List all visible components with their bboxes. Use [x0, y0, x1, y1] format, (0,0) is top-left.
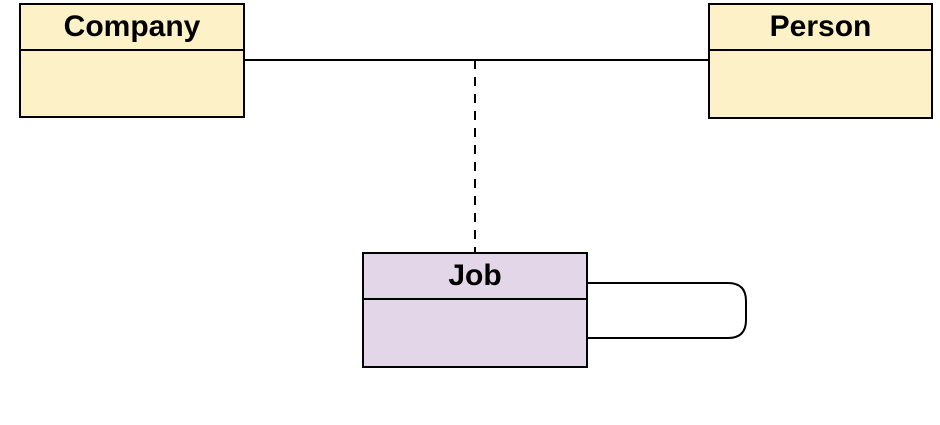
class-company-attributes — [21, 51, 243, 116]
class-company-name: Company — [21, 5, 243, 51]
class-job-name: Job — [364, 254, 586, 300]
class-person-name: Person — [710, 5, 931, 51]
class-job-attributes — [364, 300, 586, 366]
class-person[interactable]: Person — [708, 3, 933, 119]
job-self-association-line — [588, 282, 747, 339]
class-job[interactable]: Job — [362, 252, 588, 368]
class-company[interactable]: Company — [19, 3, 245, 118]
class-person-attributes — [710, 51, 931, 117]
